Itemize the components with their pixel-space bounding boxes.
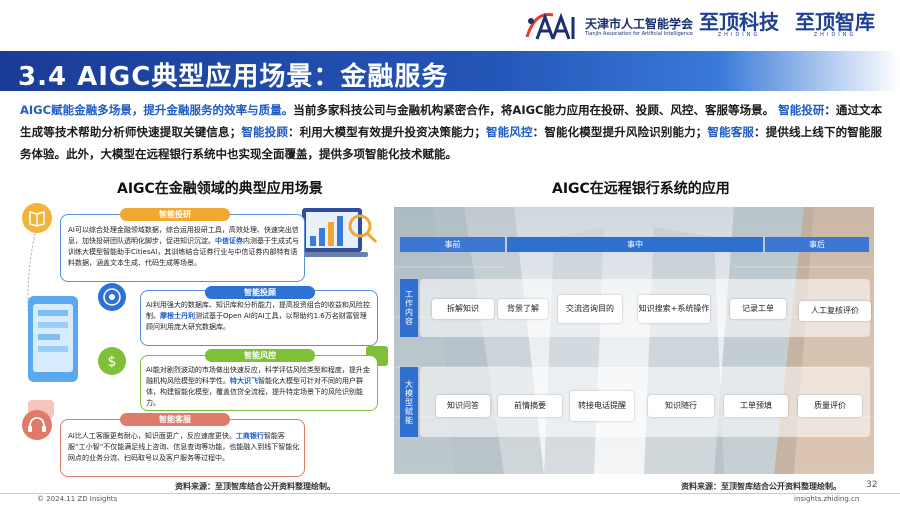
page-title: 3.4 AIGC典型应用场景：金融服务 [18,62,449,92]
work-item-6: 人工复核评价 [799,301,871,321]
intro-lead: AIGC赋能金融多场景，提升金融服务的效率与质量。 [20,103,294,117]
phase-before: 事前 [400,237,505,252]
book-icon [22,203,52,233]
term-risk: 智能风控 [485,125,533,139]
zhiding-insights-logo: 至顶智库 ZHIDING [795,10,875,38]
footer-divider [0,493,900,494]
svg-text:$: $ [108,354,117,370]
title-bar [0,51,900,91]
llm-item-6: 质量评价 [798,395,862,417]
left-panel-illustration [27,208,388,418]
row-label-llm: 大模型赋能 [400,367,418,437]
llm-item-1: 知识问答 [436,395,490,417]
term-service: 智能客服 [707,125,755,139]
card-research-text: AI可以综合处理金融领域数据，综合运用投研工具，高效处理、快速突出信息，加快投研… [68,226,299,267]
headset-icon [22,410,52,440]
right-section-title: AIGC在远程银行系统的应用 [552,181,730,197]
remote-bank-diagram: 事前 事中 事后 工作内容 拆解知识 背景了解 交流咨询目的 知识搜索+系统操作… [394,207,874,474]
assoc-name-en: Tianjin Association for Artificial Intel… [585,30,693,37]
left-source-note: 资料来源：至顶智库结合公开资料整理绘制。 [175,482,335,491]
assoc-name-cn: 天津市人工智能学会 [585,16,694,31]
card-service-text: AI比人工客服更有耐心，知识面更广，反应速度更快。工商银行智能客服“工小智”不仅… [68,432,300,462]
work-item-3: 交流咨询目的 [558,295,622,323]
card-risk-text: AI能对剧烈波动的市场做出快速反应，科学评估风险类型和程度，提升金融机构风险模型… [146,366,370,407]
tjai-logo: 天津市人工智能学会 Tianjin Association for Artifi… [523,4,693,50]
work-item-2: 背景了解 [498,299,548,319]
tjai-logo-mark [523,7,581,47]
work-item-1: 拆解知识 [432,299,494,319]
term-research: 智能投研 [778,103,825,117]
tag-service: 智能客服 [120,413,230,426]
tag-advisory: 智能投顾 [205,286,315,299]
zhiding-tech-logo: 至顶科技 ZHIDING [699,10,779,38]
intro-paragraph: AIGC赋能金融多场景，提升金融服务的效率与质量。当前多家科技公司与金融机构紧密… [20,103,883,161]
footer-copyright: © 2024.11 ZD Insights [37,495,118,503]
phase-during: 事中 [507,237,763,252]
phase-band: 事前 事中 事后 [394,237,874,252]
dollar-icon: $ [98,347,126,375]
phone-illustration [28,296,78,382]
page-number: 32 [866,480,878,490]
right-source-note: 资料来源：至顶智库结合公开资料整理绘制。 [681,482,841,491]
work-item-5: 记录工单 [730,299,786,319]
llm-item-4: 知识随行 [648,395,714,417]
footer-url: insights.zhiding.cn [794,495,860,503]
llm-item-3: 转接电话提醒 [570,391,634,421]
phase-after: 事后 [765,237,869,252]
row-llm-box [420,367,870,437]
tag-risk: 智能风控 [205,349,315,362]
tag-research: 智能投研 [120,208,230,221]
card-advisory-text: AI利用强大的数据库、知识库和分析能力，提高投资组合的收益和风险控制。摩根士丹利… [146,301,370,331]
term-advisory: 智能投顾 [241,125,288,139]
row-label-work: 工作内容 [400,279,418,337]
laptop-chart-illustration [296,208,378,257]
llm-item-5: 工单预填 [724,395,788,417]
llm-item-2: 前情摘要 [498,395,562,417]
target-icon [98,283,126,311]
left-section-title: AIGC在金融领域的典型应用场景 [117,181,323,197]
card-service [60,419,305,477]
work-item-4: 知识搜索+系统操作 [638,295,710,323]
